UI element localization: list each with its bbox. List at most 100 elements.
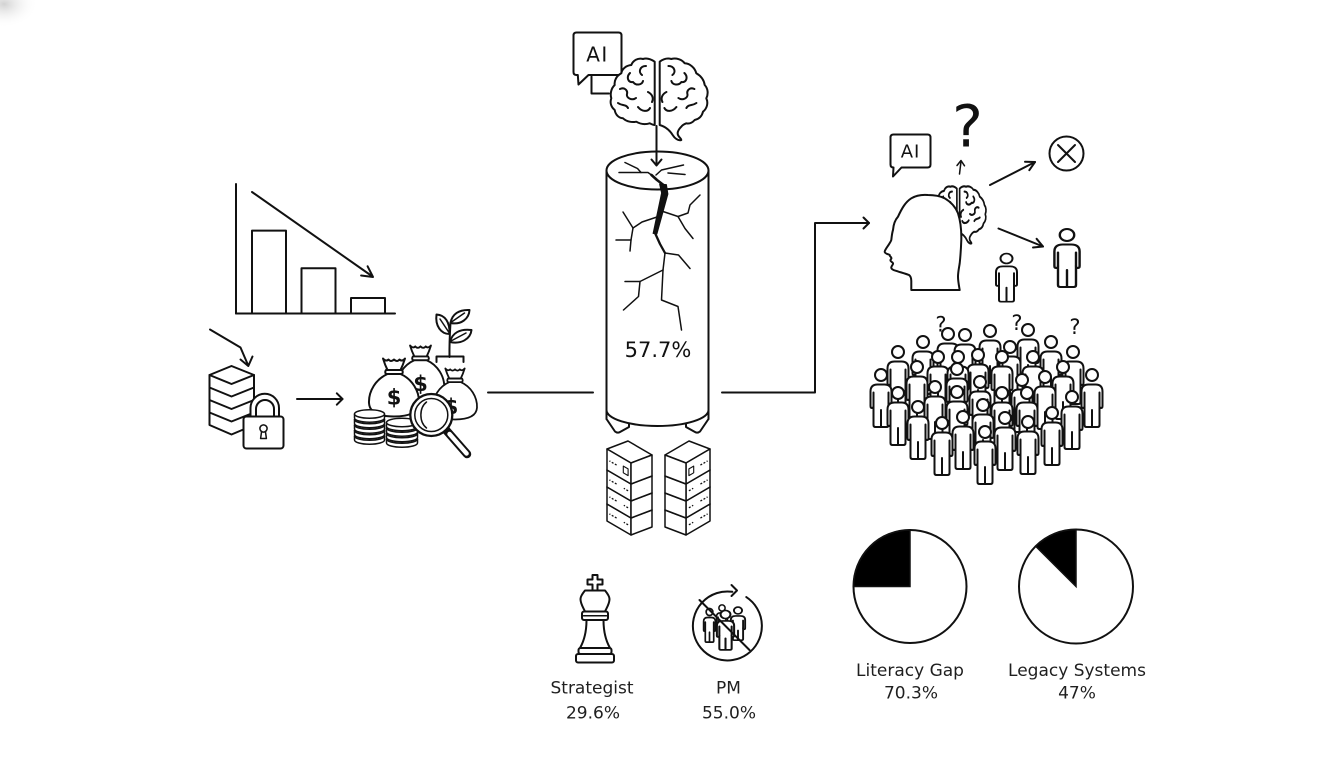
pie-label: Legacy Systems (1008, 661, 1146, 681)
prohibition-slash (698, 599, 751, 651)
crack-branch (624, 161, 642, 174)
rotation-arrowhead-icon (730, 584, 738, 597)
ai-speech-bubble-icon (889, 133, 932, 178)
leaf-vein (450, 332, 467, 342)
trend-bar (350, 297, 386, 315)
keyhole-slot (259, 430, 268, 440)
cracked-cylinder-icon: 57.7% (605, 150, 710, 434)
core-value: 57.7% (625, 338, 692, 362)
x-circle-icon (1048, 135, 1085, 172)
crack-branch (667, 172, 686, 176)
arrowhead-icon (335, 392, 344, 406)
keyhole-icon (259, 424, 268, 433)
crack-branch (632, 216, 658, 229)
arrow-to-rejection (989, 161, 1036, 186)
brain-icon (609, 57, 709, 142)
crack-branch (664, 252, 691, 270)
coin-stack (353, 409, 386, 445)
declining-bar-chart-icon (235, 183, 396, 315)
crack-branch (629, 239, 632, 252)
person-icon (1053, 227, 1081, 289)
server-drive-bay (688, 465, 695, 477)
question-mark-icon: ? (952, 93, 983, 161)
role-label: PM (716, 679, 741, 699)
ai-outcome-cluster: AI ? (883, 93, 1085, 303)
crack-branch (662, 194, 701, 218)
server-unit-top (664, 440, 711, 485)
stat-legacy-systems: Legacy Systems 47% (1008, 528, 1146, 704)
king-body (579, 619, 611, 649)
plant-pot (435, 355, 465, 363)
arrowhead-icon (862, 216, 870, 230)
pie-wedge (1034, 528, 1077, 589)
corner-shade (0, 0, 38, 28)
magnifier-lens-rim (409, 392, 454, 438)
crowd-people (869, 323, 1104, 485)
chess-king-icon (575, 574, 615, 664)
server-label-marks (700, 496, 708, 502)
server-drive-bay (622, 465, 629, 477)
coin-icon (385, 417, 419, 432)
money-bags-with-magnifier-icon: $ $ $ (353, 308, 478, 459)
dollar-sign: $ (387, 386, 402, 410)
database-layer-line (208, 399, 255, 410)
padlock-shackle (249, 392, 280, 418)
padlock-icon (242, 392, 285, 450)
arrowhead-icon (1032, 237, 1044, 249)
database-with-padlock-icon (208, 328, 285, 450)
crowd-person-icon (1080, 368, 1104, 428)
elbow-connector (721, 222, 870, 394)
question-arrow (958, 160, 962, 175)
main-crack-lower (653, 231, 667, 255)
server-label-marks (700, 513, 708, 519)
incoming-arrow (209, 328, 249, 366)
server-status-marks (688, 521, 694, 526)
server-stack (664, 440, 711, 536)
crack-lines (615, 161, 701, 331)
server-status-marks (688, 487, 694, 492)
trend-bars (251, 229, 386, 315)
leaf-vein (450, 312, 466, 323)
database-top-face (208, 365, 255, 385)
coin-icon (353, 409, 386, 423)
crowd-question-mark: ? (935, 313, 946, 337)
crack-branch (622, 211, 634, 229)
ai-brain-input: AI (572, 31, 709, 167)
crowd-question-mark: ? (1069, 315, 1080, 339)
database-layer-line (208, 386, 255, 398)
server-label-marks (609, 496, 617, 502)
trend-bar (300, 267, 337, 315)
cylinder-base-rim (605, 409, 710, 427)
server-stack-icon (606, 440, 711, 536)
role-value: 55.0% (702, 704, 756, 724)
sprouting-plant-icon (435, 308, 473, 363)
arrowhead-icon (1024, 160, 1036, 172)
server-side-face (664, 454, 687, 485)
pie-wedge (852, 529, 911, 588)
king-base (575, 653, 615, 664)
server-status-marks (623, 487, 629, 492)
incoming-arrowhead-icon (239, 355, 254, 367)
king-cross (586, 574, 604, 592)
person-icon (995, 252, 1018, 303)
pie-chart-legacy-systems (1018, 528, 1134, 645)
server-label-marks (700, 460, 708, 466)
server-stack (606, 440, 653, 536)
cylinder-fill (606, 170, 709, 426)
crack-branch (677, 215, 694, 240)
trend-arrowhead-icon (360, 265, 374, 278)
server-label-marks (609, 513, 617, 519)
flow-arrow-to-investment (296, 392, 344, 406)
main-crack-upper (650, 173, 665, 187)
magnifier-handle-inner (447, 431, 469, 456)
pie-value: 70.3% (884, 684, 938, 704)
coin-stack (385, 417, 419, 448)
human-head-icon (883, 193, 963, 291)
role-strategist: Strategist 29.6% (550, 574, 634, 724)
cylinder-foot-left (605, 418, 630, 434)
role-label: Strategist (550, 679, 633, 699)
server-label-marks (700, 479, 708, 485)
pie-chart-literacy-gap (852, 529, 968, 644)
ai-speech-bubble-icon (572, 31, 623, 86)
magnifier-lens (414, 397, 449, 433)
